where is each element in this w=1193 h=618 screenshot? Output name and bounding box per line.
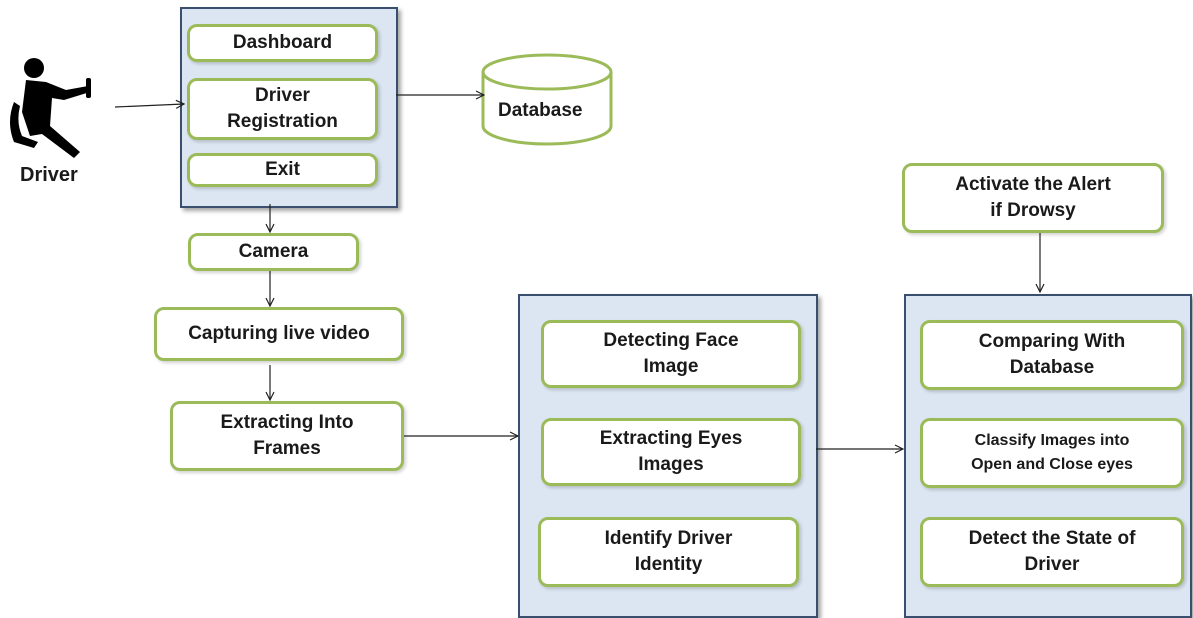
identify-driver-step: Identify Driver Identity [538,517,799,587]
camera-step: Camera [188,233,359,271]
capturing-video-step: Capturing live video [154,307,404,361]
driver-seated-icon [10,58,91,158]
dashboard-button[interactable]: Dashboard [187,24,378,62]
driver-registration-button[interactable]: Driver Registration [187,78,378,140]
detecting-face-step: Detecting Face Image [541,320,801,388]
comparing-database-step: Comparing With Database [920,320,1184,390]
extracting-frames-step: Extracting Into Frames [170,401,404,471]
arrow-driver-to-menu [114,104,184,107]
detect-state-step: Detect the State of Driver [920,517,1184,587]
database-cylinder [481,53,613,146]
extracting-eyes-step: Extracting Eyes Images [541,418,801,486]
database-label: Database [498,100,583,121]
exit-button[interactable]: Exit [187,153,378,187]
driver-label: Driver [20,164,78,186]
activate-alert-step: Activate the Alert if Drowsy [902,163,1164,233]
classify-images-step: Classify Images into Open and Close eyes [920,418,1184,488]
